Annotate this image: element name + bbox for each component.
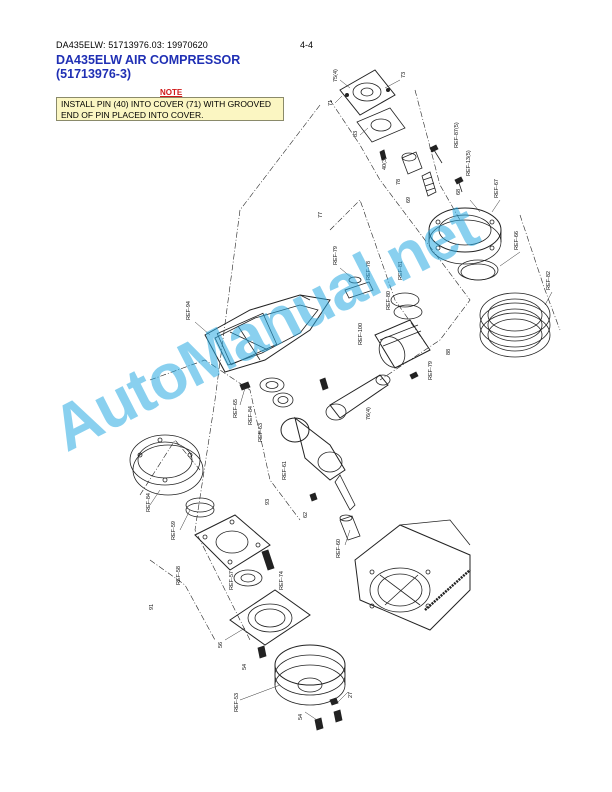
callout-93: 93: [265, 499, 271, 505]
cover-71: [339, 69, 396, 116]
callout-ref-57: REF-57: [229, 571, 235, 590]
callout-54a: 54: [242, 664, 248, 670]
page-title: DA435ELW AIR COMPRESSOR: [56, 53, 241, 67]
callout-ref-84a: REF-84: [248, 406, 254, 425]
callout-ref-79b: REF-79: [428, 361, 434, 380]
callout-ref-79a: REF-79: [333, 246, 339, 265]
crankshaft-ref-61: [280, 416, 356, 511]
callout-ref-94: REF-94: [186, 301, 192, 320]
page-subtitle: (51713976-3): [56, 67, 132, 81]
page-number: 4-4: [300, 40, 314, 50]
gasket-ref-82: [479, 292, 551, 358]
callout-56: 56: [218, 642, 224, 648]
piston-parts: [344, 276, 431, 380]
gasket-83: [356, 107, 406, 143]
callout-labels: 75(4) 73 71 83 40(3) REF-87(5) REF-13(5)…: [146, 69, 552, 720]
callout-76: 76(4): [366, 407, 372, 420]
note-box: INSTALL PIN (40) INTO COVER (71) WITH GR…: [56, 97, 284, 121]
callout-ref-63: REF-63: [258, 423, 264, 442]
callout-62: 62: [303, 512, 309, 518]
callout-ref-87: REF-87(5): [454, 122, 460, 148]
callout-ref-66: REF-66: [514, 231, 520, 250]
lower-bearing: [309, 492, 361, 541]
callout-ref-61: REF-61: [282, 461, 288, 480]
callout-78: 78: [396, 179, 402, 185]
plate-ref-84: [129, 434, 204, 496]
housing-ref-94: [204, 294, 331, 373]
callout-ref-58: REF-58: [176, 566, 182, 585]
document-code: DA435ELW: 51713976.03: 19970620: [56, 40, 208, 50]
callout-ref-74: REF-74: [279, 571, 285, 590]
flange-56: [229, 589, 311, 646]
callout-ref-65: REF-65: [233, 399, 239, 418]
callout-ref-13: REF-13(5): [466, 150, 472, 176]
note-line-2: END OF PIN PLACED INTO COVER.: [61, 110, 204, 120]
callout-27: 27: [348, 692, 354, 698]
callout-68: 68: [456, 189, 462, 195]
crankcase-body: [354, 519, 471, 631]
callout-ref-60: REF-60: [336, 539, 342, 558]
connecting-rod: [319, 374, 391, 421]
callout-69: 69: [406, 197, 412, 203]
callout-83: 83: [353, 131, 359, 137]
bearing-ref-57: [233, 569, 263, 587]
seal-ref-60: [185, 497, 215, 513]
callout-88: 88: [446, 349, 452, 355]
callout-77: 77: [318, 212, 324, 218]
callout-ref-78: REF-78: [366, 261, 372, 280]
callout-73: 73: [401, 72, 407, 78]
callout-71: 71: [328, 100, 334, 106]
cylinder-ref-67: [428, 207, 502, 265]
pulley-ref-53: [274, 644, 346, 706]
callout-40: 40(3): [382, 157, 388, 170]
bolts-top: [429, 144, 464, 193]
callout-ref-67: REF-67: [494, 179, 500, 198]
note-heading: NOTE: [160, 88, 183, 97]
callout-ref-84b: REF-84: [146, 493, 152, 512]
callout-ref-81: REF-81: [398, 261, 404, 280]
callout-ref-59: REF-59: [171, 521, 177, 540]
callout-91: 91: [149, 604, 155, 610]
callout-ref-82: REF-82: [546, 271, 552, 290]
callout-ref-100: REF-100: [358, 323, 364, 345]
valve-parts: [379, 149, 437, 197]
bearings: [239, 377, 294, 408]
carrier-ref-59: [194, 514, 271, 571]
callout-ref-53: REF-53: [234, 693, 240, 712]
bolts-bottom: [257, 645, 343, 731]
note-line-1: INSTALL PIN (40) INTO COVER (71) WITH GR…: [61, 99, 272, 109]
callout-75: 75(4): [333, 69, 339, 82]
leader-lines: [149, 79, 553, 723]
callout-54b: 54: [298, 714, 304, 720]
callout-ref-80: REF-80: [386, 291, 392, 310]
